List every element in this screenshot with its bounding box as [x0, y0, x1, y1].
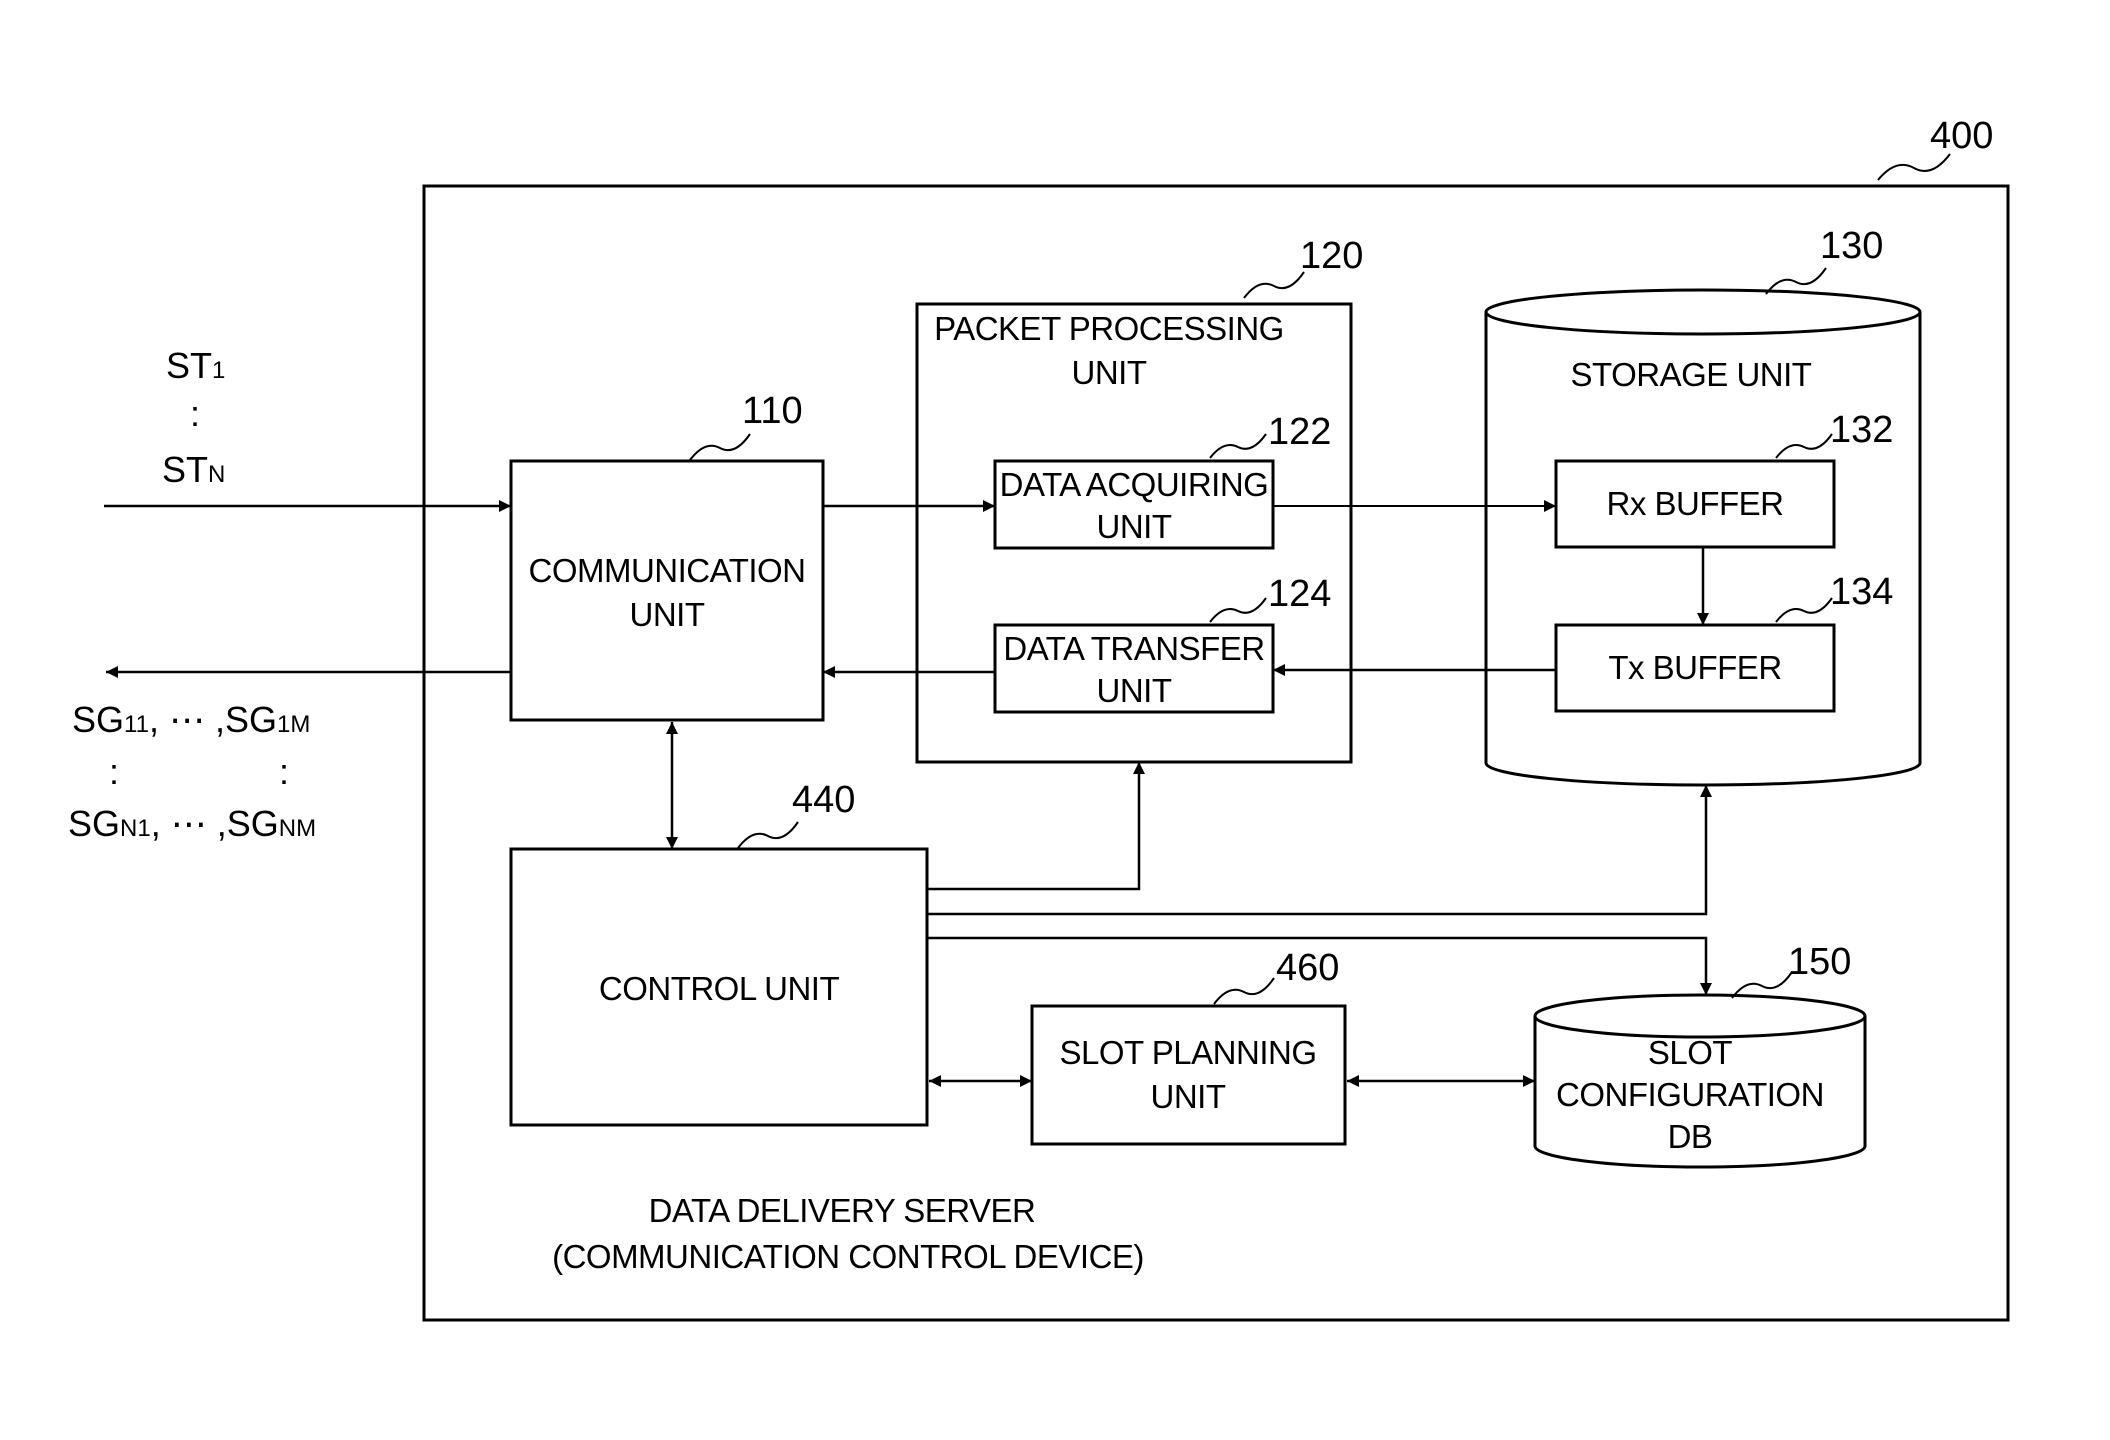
server-caption-line2: (COMMUNICATION CONTROL DEVICE): [552, 1238, 1144, 1275]
slot-configuration-db-label-line2: CONFIGURATION: [1556, 1076, 1824, 1113]
input-signal-first: ST1: [166, 345, 225, 386]
packet-processing-unit-label-line2: UNIT: [1072, 354, 1147, 391]
input-signal-last: STN: [162, 449, 225, 490]
packet-processing-ref-number: 120: [1300, 235, 1363, 277]
rx-buffer-ref-number: 132: [1830, 409, 1893, 451]
slot-planning-ref-number: 460: [1276, 947, 1339, 989]
slot-planning-unit-label-line1: SLOT PLANNING: [1060, 1034, 1317, 1071]
server-ref-leader: [1878, 154, 1950, 180]
slot-configuration-db-label-line3: DB: [1668, 1118, 1713, 1155]
storage-unit-label: STORAGE UNIT: [1571, 356, 1812, 393]
data-acquiring-unit-label-line1: DATA ACQUIRING: [1000, 466, 1269, 503]
storage-unit-cylinder-top: [1486, 290, 1920, 334]
storage-ref-number: 130: [1820, 225, 1883, 267]
server-ref-number: 400: [1930, 115, 1993, 157]
communication-unit-label-line2: UNIT: [630, 596, 705, 633]
output-signal-row1: SG11, ⋯ ,SG1M: [72, 699, 310, 740]
data-transfer-ref-number: 124: [1268, 573, 1331, 615]
data-transfer-unit-label-line2: UNIT: [1097, 672, 1172, 709]
output-signal-dots-left: :: [109, 751, 119, 792]
tx-buffer-label: Tx BUFFER: [1608, 649, 1781, 686]
rx-buffer-label: Rx BUFFER: [1607, 485, 1784, 522]
slot-planning-unit-label-line2: UNIT: [1151, 1078, 1226, 1115]
control-ref-number: 440: [792, 779, 855, 821]
data-acquiring-ref-number: 122: [1268, 411, 1331, 453]
communication-unit-label-line1: COMMUNICATION: [528, 552, 805, 589]
control-unit-label: CONTROL UNIT: [599, 970, 840, 1007]
data-acquiring-unit-label-line2: UNIT: [1097, 508, 1172, 545]
slot-db-ref-number: 150: [1788, 941, 1851, 983]
slot-planning-unit-box: [1032, 1006, 1345, 1144]
server-caption-line1: DATA DELIVERY SERVER: [649, 1192, 1036, 1229]
communication-unit-box: [511, 461, 823, 720]
data-transfer-unit-label-line1: DATA TRANSFER: [1003, 630, 1264, 667]
packet-processing-unit-label-line1: PACKET PROCESSING: [934, 310, 1284, 347]
output-signal-dots-right: :: [279, 751, 289, 792]
tx-buffer-ref-number: 134: [1830, 571, 1893, 613]
communication-ref-number: 110: [742, 390, 803, 432]
input-signal-dots: :: [190, 393, 200, 434]
output-signal-row2: SGN1, ⋯ ,SGNM: [68, 803, 316, 844]
slot-configuration-db-label-line1: SLOT: [1648, 1034, 1733, 1071]
slot-configuration-db-cylinder-top: [1535, 995, 1865, 1037]
